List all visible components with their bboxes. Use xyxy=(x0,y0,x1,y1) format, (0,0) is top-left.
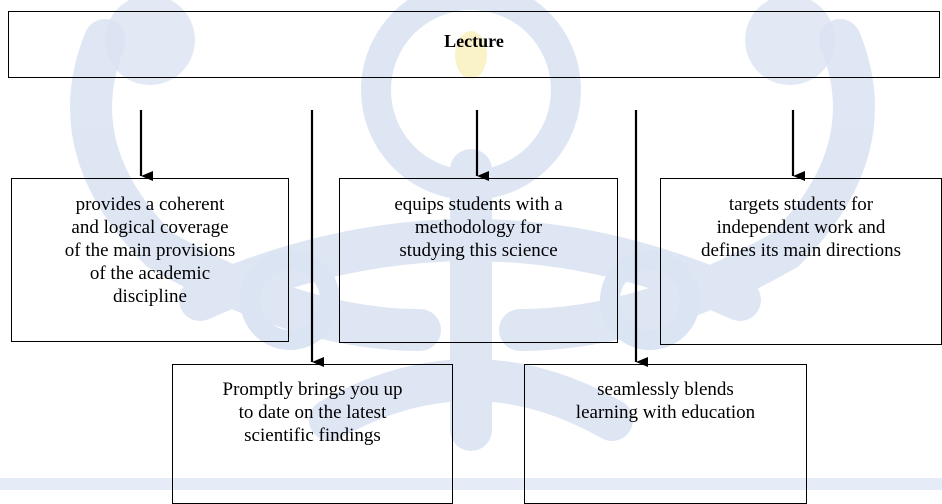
node-coherent-coverage: provides a coherent and logical coverage… xyxy=(11,178,289,342)
watermark-emblem xyxy=(0,0,942,490)
node-line: independent work and xyxy=(716,217,886,238)
node-line: equips students with a xyxy=(394,194,563,215)
node-line: learning with education xyxy=(575,402,756,423)
node-methodology: equips students with a methodology for s… xyxy=(339,178,618,343)
node-text: provides a coherent and logical coverage… xyxy=(65,193,235,308)
node-line: of the main provisions xyxy=(64,240,236,261)
node-text: equips students with a methodology for s… xyxy=(394,193,562,262)
node-line: of the academic xyxy=(89,263,211,284)
node-line: targets students for xyxy=(728,194,874,215)
lecture-title: Lecture xyxy=(444,31,504,51)
node-line: Promptly brings you up xyxy=(222,379,403,400)
connector-arrows xyxy=(139,110,805,367)
node-line: and logical coverage xyxy=(71,217,229,238)
node-line: methodology for xyxy=(414,217,543,238)
node-text: targets students for independent work an… xyxy=(701,193,901,262)
node-text: seamlessly blends learning with educatio… xyxy=(576,378,755,424)
lecture-root-node: Lecture xyxy=(8,11,940,78)
node-independent-work: targets students for independent work an… xyxy=(660,178,942,345)
node-line: defines its main directions xyxy=(701,240,901,261)
node-line: provides a coherent xyxy=(75,194,225,215)
node-line: discipline xyxy=(113,286,187,307)
node-line: to date on the latest xyxy=(238,402,387,423)
node-text: Promptly brings you up to date on the la… xyxy=(223,378,403,447)
node-line: seamlessly blends xyxy=(597,379,734,400)
node-line: scientific findings xyxy=(244,425,381,446)
node-line: studying this science xyxy=(399,240,558,261)
